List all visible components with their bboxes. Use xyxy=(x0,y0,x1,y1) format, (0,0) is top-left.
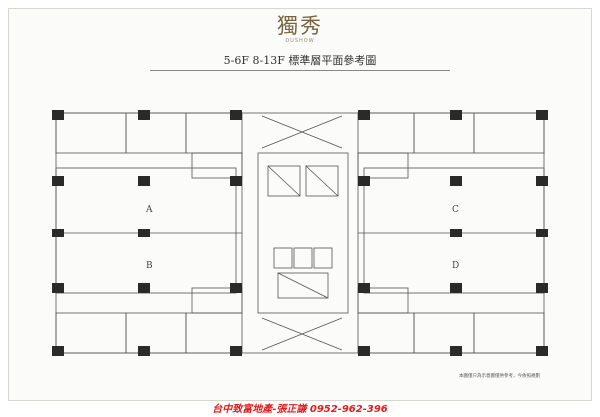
floor-plan: A B C D xyxy=(52,110,548,356)
unit-label-b: B xyxy=(146,261,153,271)
title-divider xyxy=(150,70,450,71)
logo-text: 獨秀 xyxy=(277,14,323,38)
brand-logo: 獨秀 xyxy=(0,10,600,40)
disclaimer-note: 本圖僅只為示意圖僅供參考，今依照規劃 xyxy=(459,374,540,379)
unit-label-c: C xyxy=(452,205,459,215)
unit-label-a: A xyxy=(145,205,153,215)
core-outline xyxy=(257,152,349,314)
structural-columns xyxy=(52,110,548,356)
unit-label-d: D xyxy=(452,261,459,271)
plan-title: 5-6F 8-13F 標準層平面參考圖 xyxy=(223,54,377,67)
logo-subtitle: DUSHOW xyxy=(285,38,315,44)
agent-credit: 台中致富地產-張正謙 0952-962-396 xyxy=(212,404,388,415)
sheet-frame xyxy=(8,8,592,401)
